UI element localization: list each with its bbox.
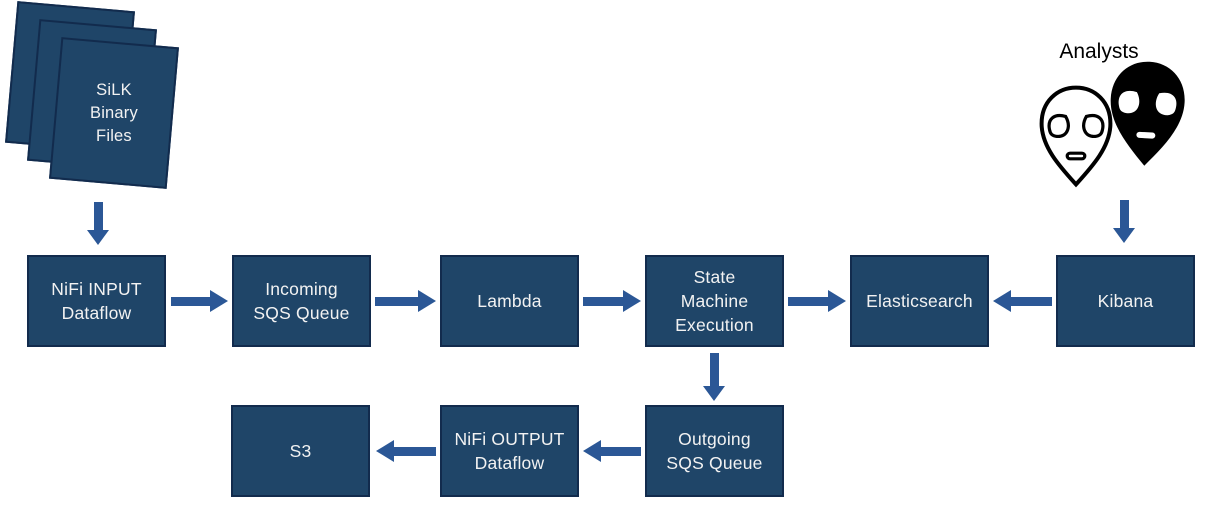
node-kibana: Kibana <box>1056 255 1195 347</box>
arrow-lambda-to-state-machine <box>583 288 641 314</box>
node-label: Outgoing SQS Queue <box>666 428 763 473</box>
node-state-machine-execution: State Machine Execution <box>645 255 784 347</box>
node-nifi-input-dataflow: NiFi INPUT Dataflow <box>27 255 166 347</box>
arrow-kibana-to-elasticsearch <box>993 288 1052 314</box>
arrow-state-machine-to-outgoing-sqs <box>703 353 725 401</box>
arrow-state-machine-to-elasticsearch <box>788 288 846 314</box>
node-outgoing-sqs-queue: Outgoing SQS Queue <box>645 405 784 497</box>
stack-label: SiLK Binary Files <box>90 80 138 145</box>
node-incoming-sqs-queue: Incoming SQS Queue <box>232 255 371 347</box>
node-label: State Machine Execution <box>675 266 754 336</box>
node-label: Elasticsearch <box>866 290 973 311</box>
node-label: NiFi INPUT Dataflow <box>51 278 142 323</box>
node-label: S3 <box>289 440 312 461</box>
node-label: Kibana <box>1097 290 1154 311</box>
arrow-outgoing-sqs-to-nifi-output <box>583 438 641 464</box>
analysts-alien-icons <box>1039 61 1185 188</box>
document-sheet: SiLK Binary Files <box>49 37 179 189</box>
alien-head-dark-icon <box>1110 61 1185 166</box>
node-s3: S3 <box>231 405 370 497</box>
analysts-label: Analysts <box>1059 40 1139 63</box>
node-lambda: Lambda <box>440 255 579 347</box>
arrow-stack-to-nifi-input <box>87 202 109 245</box>
node-label: Lambda <box>477 290 542 311</box>
arrow-nifi-output-to-s3 <box>376 438 436 464</box>
node-nifi-output-dataflow: NiFi OUTPUT Dataflow <box>440 405 579 497</box>
node-elasticsearch: Elasticsearch <box>850 255 989 347</box>
alien-head-light-icon <box>1039 85 1113 188</box>
node-label: NiFi OUTPUT Dataflow <box>454 428 565 473</box>
silk-binary-files-stack: SiLK Binary Files <box>3 1 198 204</box>
arrow-nifi-input-to-incoming-sqs <box>171 288 228 314</box>
node-label: Incoming SQS Queue <box>253 278 350 323</box>
arrow-analysts-to-kibana <box>1113 200 1135 243</box>
arrow-incoming-sqs-to-lambda <box>375 288 436 314</box>
